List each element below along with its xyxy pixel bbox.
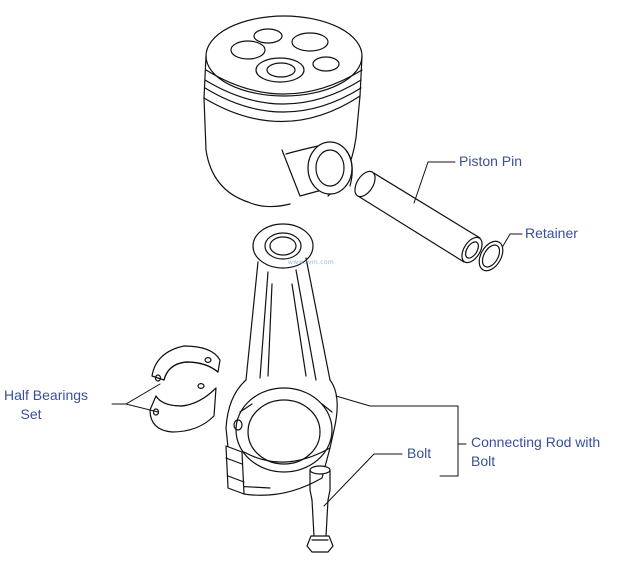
label-piston-pin: Piston Pin bbox=[459, 152, 522, 171]
label-retainer: Retainer bbox=[525, 224, 578, 243]
label-half-bearings-line1: Half Bearings bbox=[4, 387, 89, 403]
half-bearings-set bbox=[149, 345, 221, 433]
label-bolt: Bolt bbox=[407, 444, 431, 463]
label-retainer-text: Retainer bbox=[525, 225, 578, 241]
label-half-bearings-set: Half Bearings Set bbox=[4, 386, 88, 424]
label-bolt-text: Bolt bbox=[407, 445, 432, 461]
leader-lines bbox=[111, 161, 523, 507]
watermark: www.rvm.com bbox=[288, 259, 334, 266]
label-connecting-rod-line1: Connecting Rod with bbox=[471, 434, 601, 450]
retainer bbox=[478, 240, 504, 272]
piston-pin bbox=[354, 170, 483, 264]
label-connecting-rod: Connecting Rod with Bolt bbox=[471, 433, 600, 471]
connecting-rod bbox=[225, 223, 338, 496]
label-piston-pin-text: Piston Pin bbox=[459, 153, 523, 169]
label-half-bearings-line2: Set bbox=[20, 406, 42, 422]
label-connecting-rod-line2: Bolt bbox=[471, 453, 496, 469]
bolt bbox=[306, 465, 334, 553]
piston bbox=[203, 15, 363, 208]
